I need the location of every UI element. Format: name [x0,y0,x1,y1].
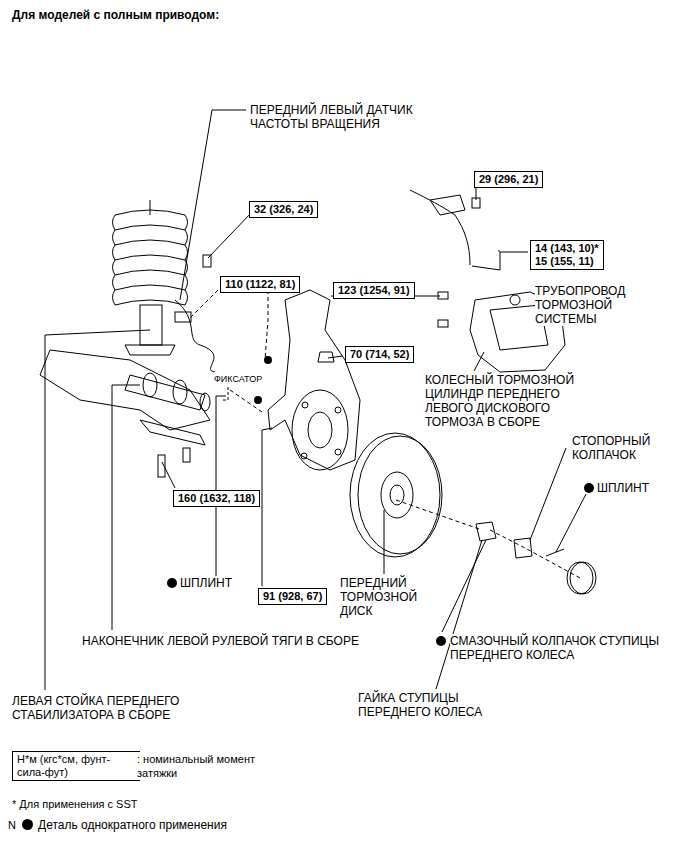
torque-box: 110 (1122, 81) [220,276,300,293]
part-name: ФИКСАТОР [214,372,262,386]
torque-box: 29 (296, 21) [474,171,543,188]
torque-value: 29 (296, 21) [479,173,538,186]
diagram-title: Для моделей с полным приводом: [12,8,219,22]
axle-hub [292,390,348,470]
north-mark: N [8,818,16,832]
torque-box: 14 (143, 10)*15 (155, 11) [530,240,604,270]
torque-value: 32 (326, 24) [254,203,313,216]
speed-sensor [175,312,191,322]
part-name: СМАЗОЧНЫЙ КОЛПАЧОК СТУПИЦЫ ПЕРЕДНЕГО КОЛ… [450,634,685,662]
brake-pipe [410,190,470,265]
single-use-dot [22,819,33,830]
part-name: ЛЕВАЯ СТОЙКА ПЕРЕДНЕГО СТАБИЛИЗАТОРА В С… [12,694,222,722]
drive-shaft [125,373,210,411]
part-name: ШПЛИНТ [597,481,649,495]
torque-value: 123 (1254, 91) [338,284,410,297]
part-name: ПЕРЕДНИЙ ТОРМОЗНОЙ ДИСК [340,576,435,618]
bolts [158,198,480,477]
torque-box: 32 (326, 24) [249,201,318,218]
part-name: ГАЙКА СТУПИЦЫ ПЕРЕДНЕГО КОЛЕСА [358,691,518,719]
strut-spring [113,200,188,355]
torque-value: 110 (1122, 81) [225,278,295,291]
steering-knuckle [268,290,360,470]
part-name: НАКОНЕЧНИК ЛЕВОЙ РУЛЕВОЙ ТЯГИ В СБОРЕ [82,634,367,648]
torque-value: 91 (928, 67) [263,590,322,603]
torque-value: 15 (155, 11) [535,255,599,268]
torque-value: 70 (714, 52) [350,348,409,361]
part-name: ПЕРЕДНИЙ ЛЕВЫЙ ДАТЧИК ЧАСТОТЫ ВРАЩЕНИЯ [250,103,425,131]
torque-box: 91 (928, 67) [258,588,327,605]
pipe-bracket [430,195,465,215]
sensor-wire [175,300,215,372]
part-name: КОЛЕСНЫЙ ТОРМОЗНОЙ ЦИЛИНДР ПЕРЕДНЕГО ЛЕВ… [425,373,610,429]
legend-box: Н*м (кгс*см, фунт-сила-фут) [12,751,140,781]
part-name: СТОПОРНЫЙ КОЛПАЧОК [572,434,684,462]
part-name: ТРУБОПРОВОД ТОРМОЗНОЙ СИСТЕМЫ [535,284,670,326]
torque-box: 160 (1632, 118) [173,490,260,507]
part-name: ШПЛИНТ [180,576,232,590]
note-text: : номинальный момент затяжки [137,752,262,780]
brake-disc [350,433,442,557]
lower-arm [40,350,210,430]
torque-box: 70 (714, 52) [345,346,414,363]
torque-value: Н*м (кгс*см, фунт-сила-фут) [17,753,135,779]
tie-rod-end [140,420,205,445]
legend-entry: Деталь однократного применения [22,818,227,832]
note-text: * Для применения с SST [12,797,138,811]
torque-value: 160 (1632, 118) [178,492,255,505]
torque-value: 14 (143, 10)* [535,242,599,255]
legend-text: Деталь однократного применения [38,818,227,832]
torque-box: 123 (1254, 91) [333,282,415,299]
hub-parts [476,522,596,594]
